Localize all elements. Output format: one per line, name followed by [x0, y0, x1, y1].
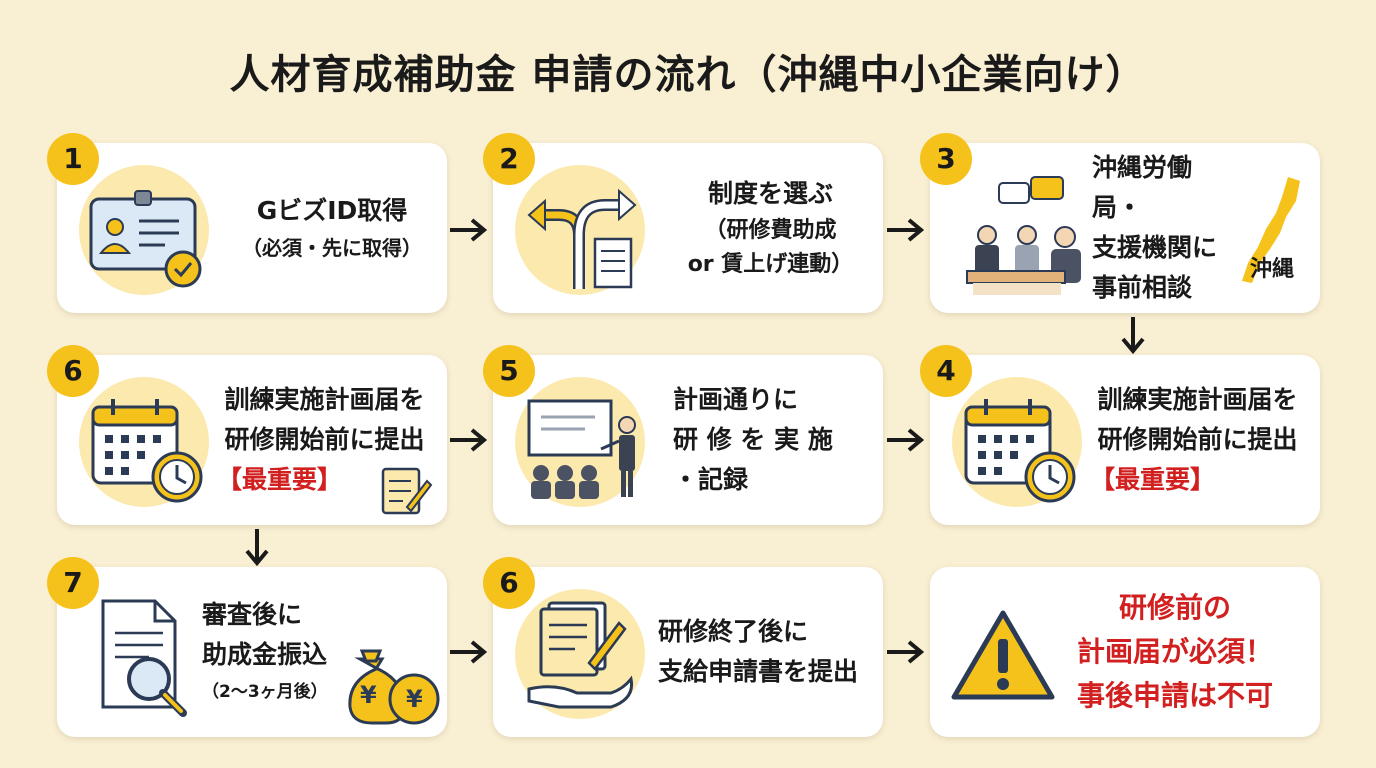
step-text-2: （必須・先に取得） — [242, 236, 422, 260]
step-text-2: （研修費助成 — [704, 218, 837, 243]
step-text-1: 審査後に — [202, 600, 303, 629]
step-text-3: 事前相談 — [1092, 273, 1193, 302]
step-card-5: 5 計画通りに 研 修 を 実 施 ・記録 — [483, 345, 883, 525]
step-card-2: 2 制度を選ぶ （研修費助成 or 賃上げ連動） — [483, 133, 883, 313]
step-badge: 4 — [920, 345, 972, 397]
step-text-1: 研修終了後に — [658, 617, 809, 646]
id-card-icon — [79, 165, 209, 295]
hand-document-icon — [515, 589, 645, 719]
money-bag-icon — [348, 649, 440, 725]
page-title: 人材育成補助金 申請の流れ（沖縄中小企業向け） — [229, 52, 1147, 98]
step-card-4: 4 訓練実施計画届を 研修開始前に提出 【最重要】 — [920, 345, 1320, 525]
consultation-icon — [952, 165, 1082, 295]
document-search-icon — [79, 589, 209, 719]
calendar-clock-icon — [952, 377, 1082, 507]
pen-document-icon — [381, 467, 433, 515]
step-text-2: 支援機関に — [1092, 233, 1218, 262]
arrow-right-icon — [887, 218, 925, 242]
step-text-1: 制度を選ぶ — [707, 179, 833, 208]
warning-text-2: 計画届が必須！ — [1076, 635, 1273, 668]
warning-text-1: 研修前の — [1118, 591, 1231, 624]
arrow-right-icon — [450, 640, 488, 664]
warning-card: 研修前の 計画届が必須！ 事後申請は不可 — [930, 567, 1320, 737]
step-card-6b: 6 研修終了後に 支給申請書を提出 — [483, 557, 883, 737]
okinawa-map-icon — [1242, 177, 1300, 283]
arrow-right-icon — [887, 640, 925, 664]
step-badge: 6 — [47, 345, 99, 397]
arrow-right-icon — [450, 428, 488, 452]
yen-symbol-1: ¥ — [360, 681, 377, 709]
arrow-down-icon — [1121, 317, 1145, 355]
warning-text-3: 事後申請は不可 — [1076, 679, 1273, 712]
step-text-2: 研 修 を 実 施 — [673, 425, 833, 454]
yen-symbol-2: ¥ — [406, 685, 423, 713]
step-card-6: 6 訓練実施計画届を 研修開始前に提出 【最重要】 — [47, 345, 447, 525]
presentation-icon — [515, 377, 645, 507]
step-text-2: 研修開始前に提出 — [224, 425, 425, 454]
step-card-3: 3 沖縄労働局・ 支援機関に 事前相談 沖縄 — [920, 133, 1320, 313]
step-text-2: 支給申請書を提出 — [658, 657, 859, 686]
step-text-2: 助成金振込 — [202, 640, 328, 669]
okinawa-map-label: 沖縄 — [1250, 257, 1295, 282]
step-text-3: or 賃上げ連動） — [687, 252, 854, 277]
fork-arrow-icon — [515, 165, 645, 295]
step-text-1: 訓練実施計画届を — [224, 385, 425, 414]
step-text-1: 計画通りに — [673, 385, 799, 414]
arrow-right-icon — [450, 218, 488, 242]
step-text-3: ・記録 — [673, 465, 749, 494]
arrow-down-icon — [245, 529, 269, 567]
arrow-right-icon — [887, 428, 925, 452]
step-text-1: 訓練実施計画届を — [1097, 385, 1298, 414]
step-text-2: 研修開始前に提出 — [1097, 425, 1298, 454]
step-card-1: 1 GビズID取得 （必須・先に取得） — [47, 133, 447, 313]
step-badge: 5 — [483, 345, 535, 397]
step-text-1: 沖縄労働局・ — [1092, 153, 1193, 222]
warning-icon — [951, 610, 1055, 700]
step-card-7: 7 審査後に 助成金振込 （2〜3ヶ月後） ¥ ¥ — [47, 557, 447, 737]
step-badge: 6 — [483, 557, 535, 609]
calendar-clock-icon — [79, 377, 209, 507]
step-badge: 2 — [483, 133, 535, 185]
step-badge: 7 — [47, 557, 99, 609]
step-text-1: GビズID取得 — [256, 196, 408, 225]
step-badge: 1 — [47, 133, 99, 185]
step-badge: 3 — [920, 133, 972, 185]
step-text-3: 【最重要】 — [217, 465, 343, 494]
step-text-3: 【最重要】 — [1090, 465, 1216, 494]
step-text-3: （2〜3ヶ月後） — [202, 682, 328, 702]
